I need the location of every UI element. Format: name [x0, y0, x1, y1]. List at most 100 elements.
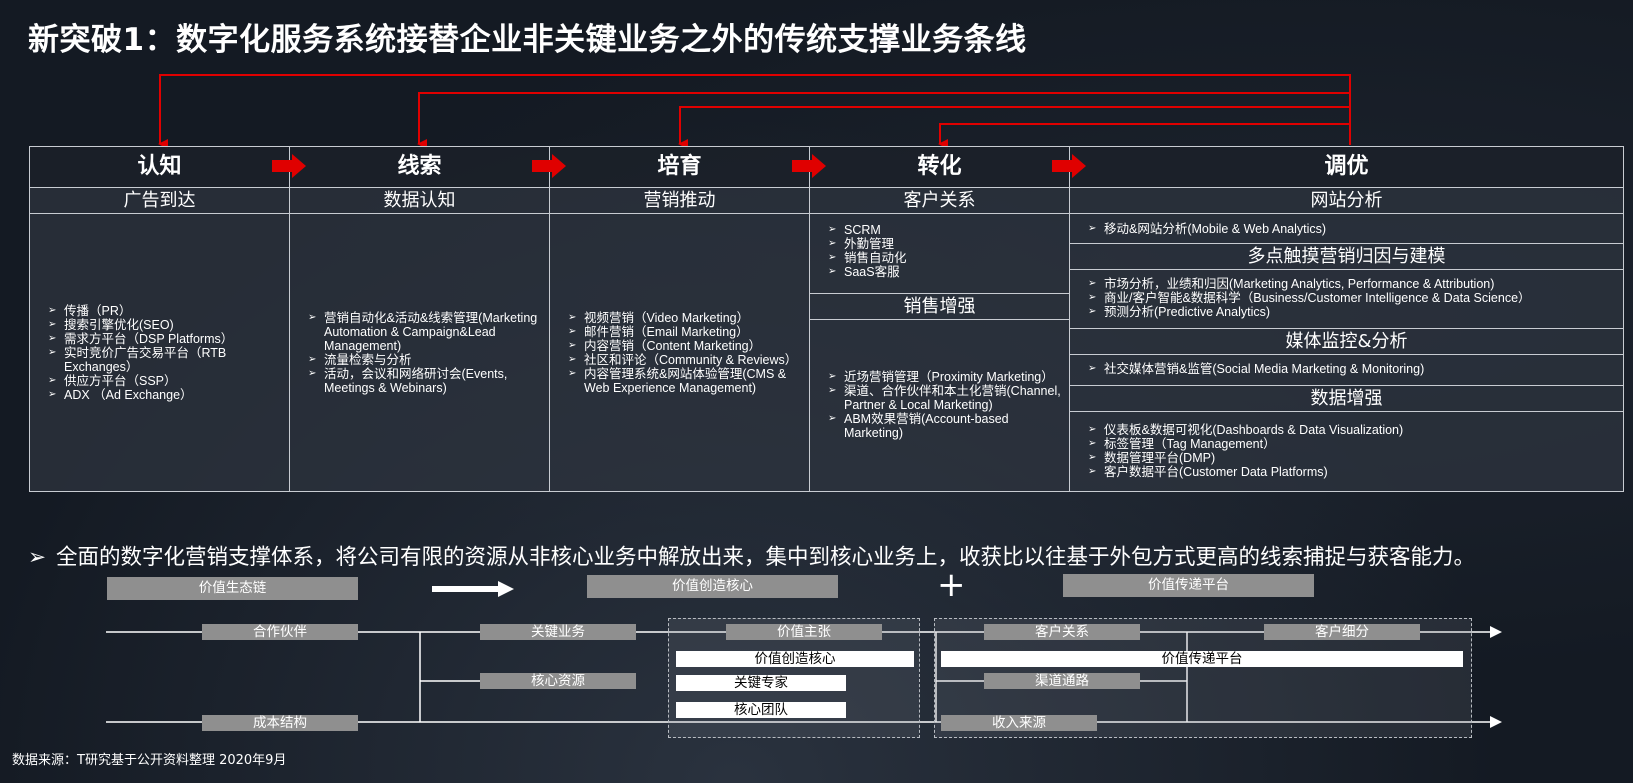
cost-structure-box: 成本结构	[202, 715, 358, 731]
stage-column-lead: 线索 数据认知 营销自动化&活动&线索管理(Marketing Automati…	[290, 147, 550, 491]
list-item: 视频营销（Video Marketing）	[568, 311, 801, 325]
customer-segment-box: 客户细分	[1264, 624, 1420, 640]
stage-title: 调优	[1070, 147, 1623, 188]
value-proposition-box: 价值主张	[726, 624, 882, 640]
plus-icon: +	[937, 565, 966, 605]
partner-box: 合作伙伴	[202, 624, 358, 640]
value-platform-inner-box: 价值传递平台	[941, 651, 1463, 667]
list-item: 需求方平台（DSP Platforms）	[48, 332, 281, 346]
channel-box: 渠道通路	[984, 673, 1140, 689]
item-list: SCRM 外勤管理 销售自动化 SaaS客服	[810, 223, 915, 279]
arrow-to-nurture	[678, 106, 1350, 149]
value-core-box: 价值创造核心	[587, 575, 838, 598]
stage-body: 营销自动化&活动&线索管理(Marketing Automation & Cam…	[290, 214, 549, 491]
item-list: 市场分析，业绩和归因(Marketing Analytics, Performa…	[1070, 277, 1539, 319]
item-list: 移动&网站分析(Mobile & Web Analytics)	[1070, 222, 1334, 236]
stage-column-nurture: 培育 营销推动 视频营销（Video Marketing） 邮件营销（Email…	[550, 147, 810, 491]
list-item: 内容营销（Content Marketing）	[568, 339, 801, 353]
list-item: 仪表板&数据可视化(Dashboards & Data Visualizatio…	[1088, 423, 1403, 437]
stage-column-convert: 转化 客户关系 SCRM 外勤管理 销售自动化 SaaS客服 销售增强 近场营销…	[810, 147, 1070, 491]
page-title: 新突破1：数字化服务系统接替企业非关键业务之外的传统支撑业务条线	[28, 22, 1027, 58]
stage-subtitle: 客户关系	[810, 188, 1069, 214]
list-item: 社区和评论（Community & Reviews）	[568, 353, 801, 367]
arrow-to-convert	[938, 123, 1350, 149]
section-heading: 多点触摸营销归因与建模	[1070, 243, 1623, 270]
item-list: 视频营销（Video Marketing） 邮件营销（Email Marketi…	[550, 311, 809, 395]
source-footnote: 数据来源：T研究基于公开资料整理 2020年9月	[12, 753, 287, 768]
value-platform-box: 价值传递平台	[1063, 574, 1314, 597]
key-business-box: 关键业务	[480, 624, 636, 640]
list-item: 渠道、合作伙伴和本土化营销(Channel, Partner & Local M…	[828, 384, 1061, 412]
arrow-right-icon	[1052, 154, 1086, 178]
ecosystem-chain-box: 价值生态链	[107, 577, 358, 600]
stage-subtitle: 营销推动	[550, 188, 809, 214]
item-list: 传播（PR） 搜索引擎优化(SEO) 需求方平台（DSP Platforms） …	[30, 304, 289, 402]
list-item: 营销自动化&活动&线索管理(Marketing Automation & Cam…	[308, 311, 541, 353]
list-item: 移动&网站分析(Mobile & Web Analytics)	[1088, 222, 1326, 236]
list-item: 客户数据平台(Customer Data Platforms)	[1088, 465, 1403, 479]
list-item: 近场营销管理（Proximity Marketing）	[828, 370, 1061, 384]
list-item: 市场分析，业绩和归因(Marketing Analytics, Performa…	[1088, 277, 1531, 291]
stage-body: SCRM 外勤管理 销售自动化 SaaS客服	[810, 214, 1069, 288]
stage-body: 传播（PR） 搜索引擎优化(SEO) 需求方平台（DSP Platforms） …	[30, 214, 289, 491]
stage-title: 认知	[30, 147, 289, 188]
item-list: 营销自动化&活动&线索管理(Marketing Automation & Cam…	[290, 311, 549, 395]
revenue-box: 收入来源	[941, 715, 1097, 731]
summary-statement: ➢ 全面的数字化营销支撑体系，将公司有限的资源从非核心业务中解放出来，集中到核心业…	[28, 540, 1475, 571]
bullet-arrow-icon: ➢	[28, 545, 47, 570]
item-list: 仪表板&数据可视化(Dashboards & Data Visualizatio…	[1070, 423, 1411, 479]
list-item: 商业/客户智能&数据科学（Business/Customer Intellige…	[1088, 291, 1531, 305]
marketing-stage-table: 认知 广告到达 传播（PR） 搜索引擎优化(SEO) 需求方平台（DSP Pla…	[29, 146, 1624, 492]
stage-body: 视频营销（Video Marketing） 邮件营销（Email Marketi…	[550, 214, 809, 491]
core-resource-box: 核心资源	[480, 673, 636, 689]
arrow-right-icon	[532, 154, 566, 178]
list-item: 实时竞价广告交易平台（RTB Exchanges）	[48, 346, 281, 374]
arrow-right-icon	[792, 154, 826, 178]
list-item: ADX （Ad Exchange）	[48, 388, 281, 402]
stage-title: 线索	[290, 147, 549, 188]
arrow-to-lead	[417, 92, 1350, 149]
stage-subtitle: 网站分析	[1070, 188, 1623, 214]
arrow-right-icon	[272, 154, 306, 178]
list-item: 流量检索与分析	[308, 353, 541, 367]
list-item: 销售自动化	[828, 251, 907, 265]
list-item: ABM效果营销(Account-based Marketing)	[828, 412, 1061, 440]
core-team-box: 核心团队	[676, 702, 846, 718]
key-expert-box: 关键专家	[676, 675, 846, 691]
list-item: 外勤管理	[828, 237, 907, 251]
list-item: 搜索引擎优化(SEO)	[48, 318, 281, 332]
customer-relation-box: 客户关系	[984, 624, 1140, 640]
value-core-inner-box: 价值创造核心	[676, 651, 914, 667]
stage-column-recognize: 认知 广告到达 传播（PR） 搜索引擎优化(SEO) 需求方平台（DSP Pla…	[30, 147, 290, 491]
list-item: 社交媒体营销&监管(Social Media Marketing & Monit…	[1088, 362, 1424, 376]
item-list: 社交媒体营销&监管(Social Media Marketing & Monit…	[1070, 362, 1432, 376]
section-heading: 销售增强	[810, 293, 1069, 320]
list-item: SCRM	[828, 223, 907, 237]
list-item: 邮件营销（Email Marketing）	[568, 325, 801, 339]
summary-text: 全面的数字化营销支撑体系，将公司有限的资源从非核心业务中解放出来，集中到核心业务…	[56, 545, 1476, 570]
list-item: 供应方平台（SSP）	[48, 374, 281, 388]
list-item: 标签管理（Tag Management）	[1088, 437, 1403, 451]
section-heading: 媒体监控&分析	[1070, 328, 1623, 355]
arrow-to-recognize	[158, 74, 1351, 149]
stage-column-optimize: 调优 网站分析 移动&网站分析(Mobile & Web Analytics) …	[1070, 147, 1623, 491]
section-body: 仪表板&数据可视化(Dashboards & Data Visualizatio…	[1070, 411, 1623, 491]
stage-subtitle: 数据认知	[290, 188, 549, 214]
feedback-arrows	[158, 74, 1351, 149]
list-item: 预测分析(Predictive Analytics)	[1088, 305, 1531, 319]
stage-title: 培育	[550, 147, 809, 188]
stage-subtitle: 广告到达	[30, 188, 289, 214]
list-item: 活动，会议和网络研讨会(Events, Meetings & Webinars)	[308, 367, 541, 395]
item-list: 近场营销管理（Proximity Marketing） 渠道、合作伙伴和本土化营…	[810, 370, 1069, 440]
section-body: 社交媒体营销&监管(Social Media Marketing & Monit…	[1070, 354, 1623, 384]
section-body: 市场分析，业绩和归因(Marketing Analytics, Performa…	[1070, 269, 1623, 327]
section-body: 近场营销管理（Proximity Marketing） 渠道、合作伙伴和本土化营…	[810, 319, 1069, 491]
list-item: SaaS客服	[828, 265, 907, 279]
list-item: 传播（PR）	[48, 304, 281, 318]
list-item: 数据管理平台(DMP)	[1088, 451, 1403, 465]
list-item: 内容管理系统&网站体验管理(CMS & Web Experience Manag…	[568, 367, 801, 395]
stage-title: 转化	[810, 147, 1069, 188]
arrow-right-icon	[432, 581, 514, 597]
stage-body: 移动&网站分析(Mobile & Web Analytics)	[1070, 214, 1623, 243]
section-heading: 数据增强	[1070, 385, 1623, 412]
